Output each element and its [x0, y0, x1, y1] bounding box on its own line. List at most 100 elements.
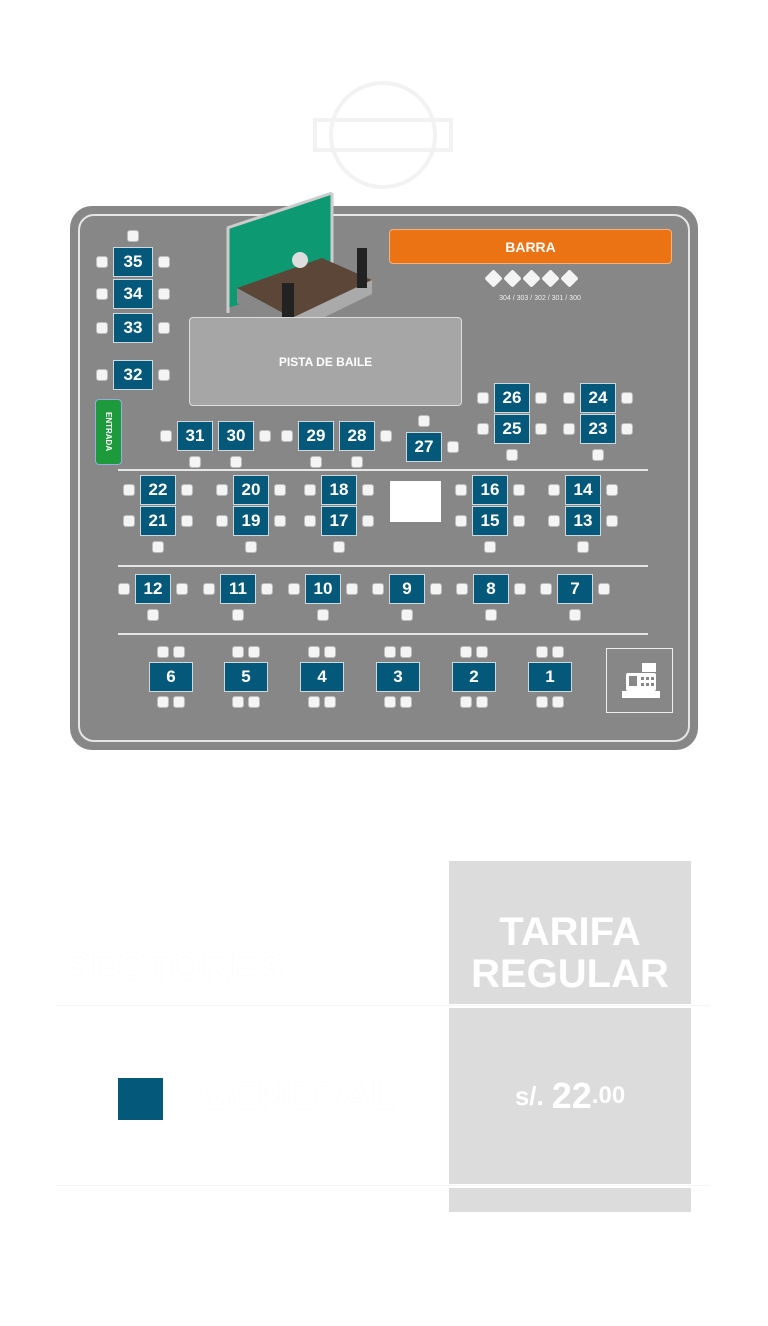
- chair-icon: [173, 646, 185, 658]
- chair-icon: [569, 609, 581, 621]
- chair-icon: [158, 369, 170, 381]
- chair-icon: [476, 696, 488, 708]
- chair-icon: [552, 646, 564, 658]
- chair-icon: [261, 583, 273, 595]
- chair-icon: [248, 646, 260, 658]
- table-9[interactable]: 9: [389, 574, 425, 604]
- chair-icon: [380, 430, 392, 442]
- table-10[interactable]: 10: [305, 574, 341, 604]
- sectors-header: SECTORES: [64, 945, 284, 989]
- divider: [55, 1005, 710, 1006]
- table-3[interactable]: 3: [376, 662, 420, 692]
- row-divider: [118, 565, 648, 567]
- chair-icon: [274, 484, 286, 496]
- table-15[interactable]: 15: [472, 506, 508, 536]
- cash-register: [606, 648, 673, 713]
- table-18[interactable]: 18: [321, 475, 357, 505]
- chair-icon: [181, 484, 193, 496]
- chair-icon: [96, 322, 108, 334]
- chair-icon: [548, 484, 560, 496]
- chair-icon: [606, 484, 618, 496]
- chair-icon: [324, 646, 336, 658]
- chair-icon: [96, 288, 108, 300]
- table-31[interactable]: 31: [177, 421, 213, 451]
- tariff-header-line1: TARIFA: [499, 910, 641, 954]
- table-24[interactable]: 24: [580, 383, 616, 413]
- table-12[interactable]: 12: [135, 574, 171, 604]
- divider: [55, 1185, 710, 1186]
- logo-watermark-icon: [313, 81, 453, 189]
- chair-icon: [96, 256, 108, 268]
- table-4[interactable]: 4: [300, 662, 344, 692]
- table-2[interactable]: 2: [452, 662, 496, 692]
- table-29[interactable]: 29: [298, 421, 334, 451]
- table-30[interactable]: 30: [218, 421, 254, 451]
- table-11[interactable]: 11: [220, 574, 256, 604]
- table-33[interactable]: 33: [113, 313, 153, 343]
- chair-icon: [460, 646, 472, 658]
- table-16[interactable]: 16: [472, 475, 508, 505]
- table-13[interactable]: 13: [565, 506, 601, 536]
- chair-icon: [384, 646, 396, 658]
- table-17[interactable]: 17: [321, 506, 357, 536]
- table-20[interactable]: 20: [233, 475, 269, 505]
- table-7[interactable]: 7: [557, 574, 593, 604]
- table-23[interactable]: 23: [580, 414, 616, 444]
- tariff-header: TARIFA REGULAR: [449, 911, 691, 995]
- table-14[interactable]: 14: [565, 475, 601, 505]
- table-1[interactable]: 1: [528, 662, 572, 692]
- chair-icon: [621, 392, 633, 404]
- chair-icon: [362, 515, 374, 527]
- chair-icon: [536, 696, 548, 708]
- chair-icon: [230, 456, 242, 468]
- chair-icon: [400, 696, 412, 708]
- chair-icon: [400, 646, 412, 658]
- chair-icon: [477, 392, 489, 404]
- column-block: [390, 481, 441, 522]
- chair-icon: [324, 696, 336, 708]
- chair-icon: [304, 484, 316, 496]
- row-divider: [118, 633, 648, 635]
- table-25[interactable]: 25: [494, 414, 530, 444]
- table-35[interactable]: 35: [113, 247, 153, 277]
- table-34[interactable]: 34: [113, 279, 153, 309]
- price-decimal: .00: [591, 1082, 626, 1109]
- dance-floor: PISTA DE BAILE: [189, 317, 462, 406]
- table-32[interactable]: 32: [113, 360, 153, 390]
- row-divider: [118, 469, 648, 471]
- chair-icon: [606, 515, 618, 527]
- chair-icon: [248, 696, 260, 708]
- chair-icon: [621, 423, 633, 435]
- table-8[interactable]: 8: [473, 574, 509, 604]
- table-22[interactable]: 22: [140, 475, 176, 505]
- chair-icon: [308, 696, 320, 708]
- chair-icon: [152, 541, 164, 553]
- chair-icon: [476, 646, 488, 658]
- chair-icon: [577, 541, 589, 553]
- chair-icon: [401, 609, 413, 621]
- chair-icon: [333, 541, 345, 553]
- table-26[interactable]: 26: [494, 383, 530, 413]
- table-6[interactable]: 6: [149, 662, 193, 692]
- table-19[interactable]: 19: [233, 506, 269, 536]
- table-21[interactable]: 21: [140, 506, 176, 536]
- chair-icon: [288, 583, 300, 595]
- price-cell: s/. 22 .00: [449, 1008, 691, 1184]
- table-27[interactable]: 27: [406, 432, 442, 462]
- chair-icon: [245, 541, 257, 553]
- stage-icon: [226, 191, 372, 333]
- chair-icon: [308, 646, 320, 658]
- chair-icon: [346, 583, 358, 595]
- chair-icon: [216, 515, 228, 527]
- chair-icon: [552, 696, 564, 708]
- chair-icon: [176, 583, 188, 595]
- table-28[interactable]: 28: [339, 421, 375, 451]
- chair-icon: [477, 423, 489, 435]
- chair-icon: [232, 696, 244, 708]
- price-currency: s/.: [514, 1080, 544, 1111]
- chair-icon: [123, 484, 135, 496]
- chair-icon: [535, 423, 547, 435]
- table-5[interactable]: 5: [224, 662, 268, 692]
- chair-icon: [548, 515, 560, 527]
- chair-icon: [351, 456, 363, 468]
